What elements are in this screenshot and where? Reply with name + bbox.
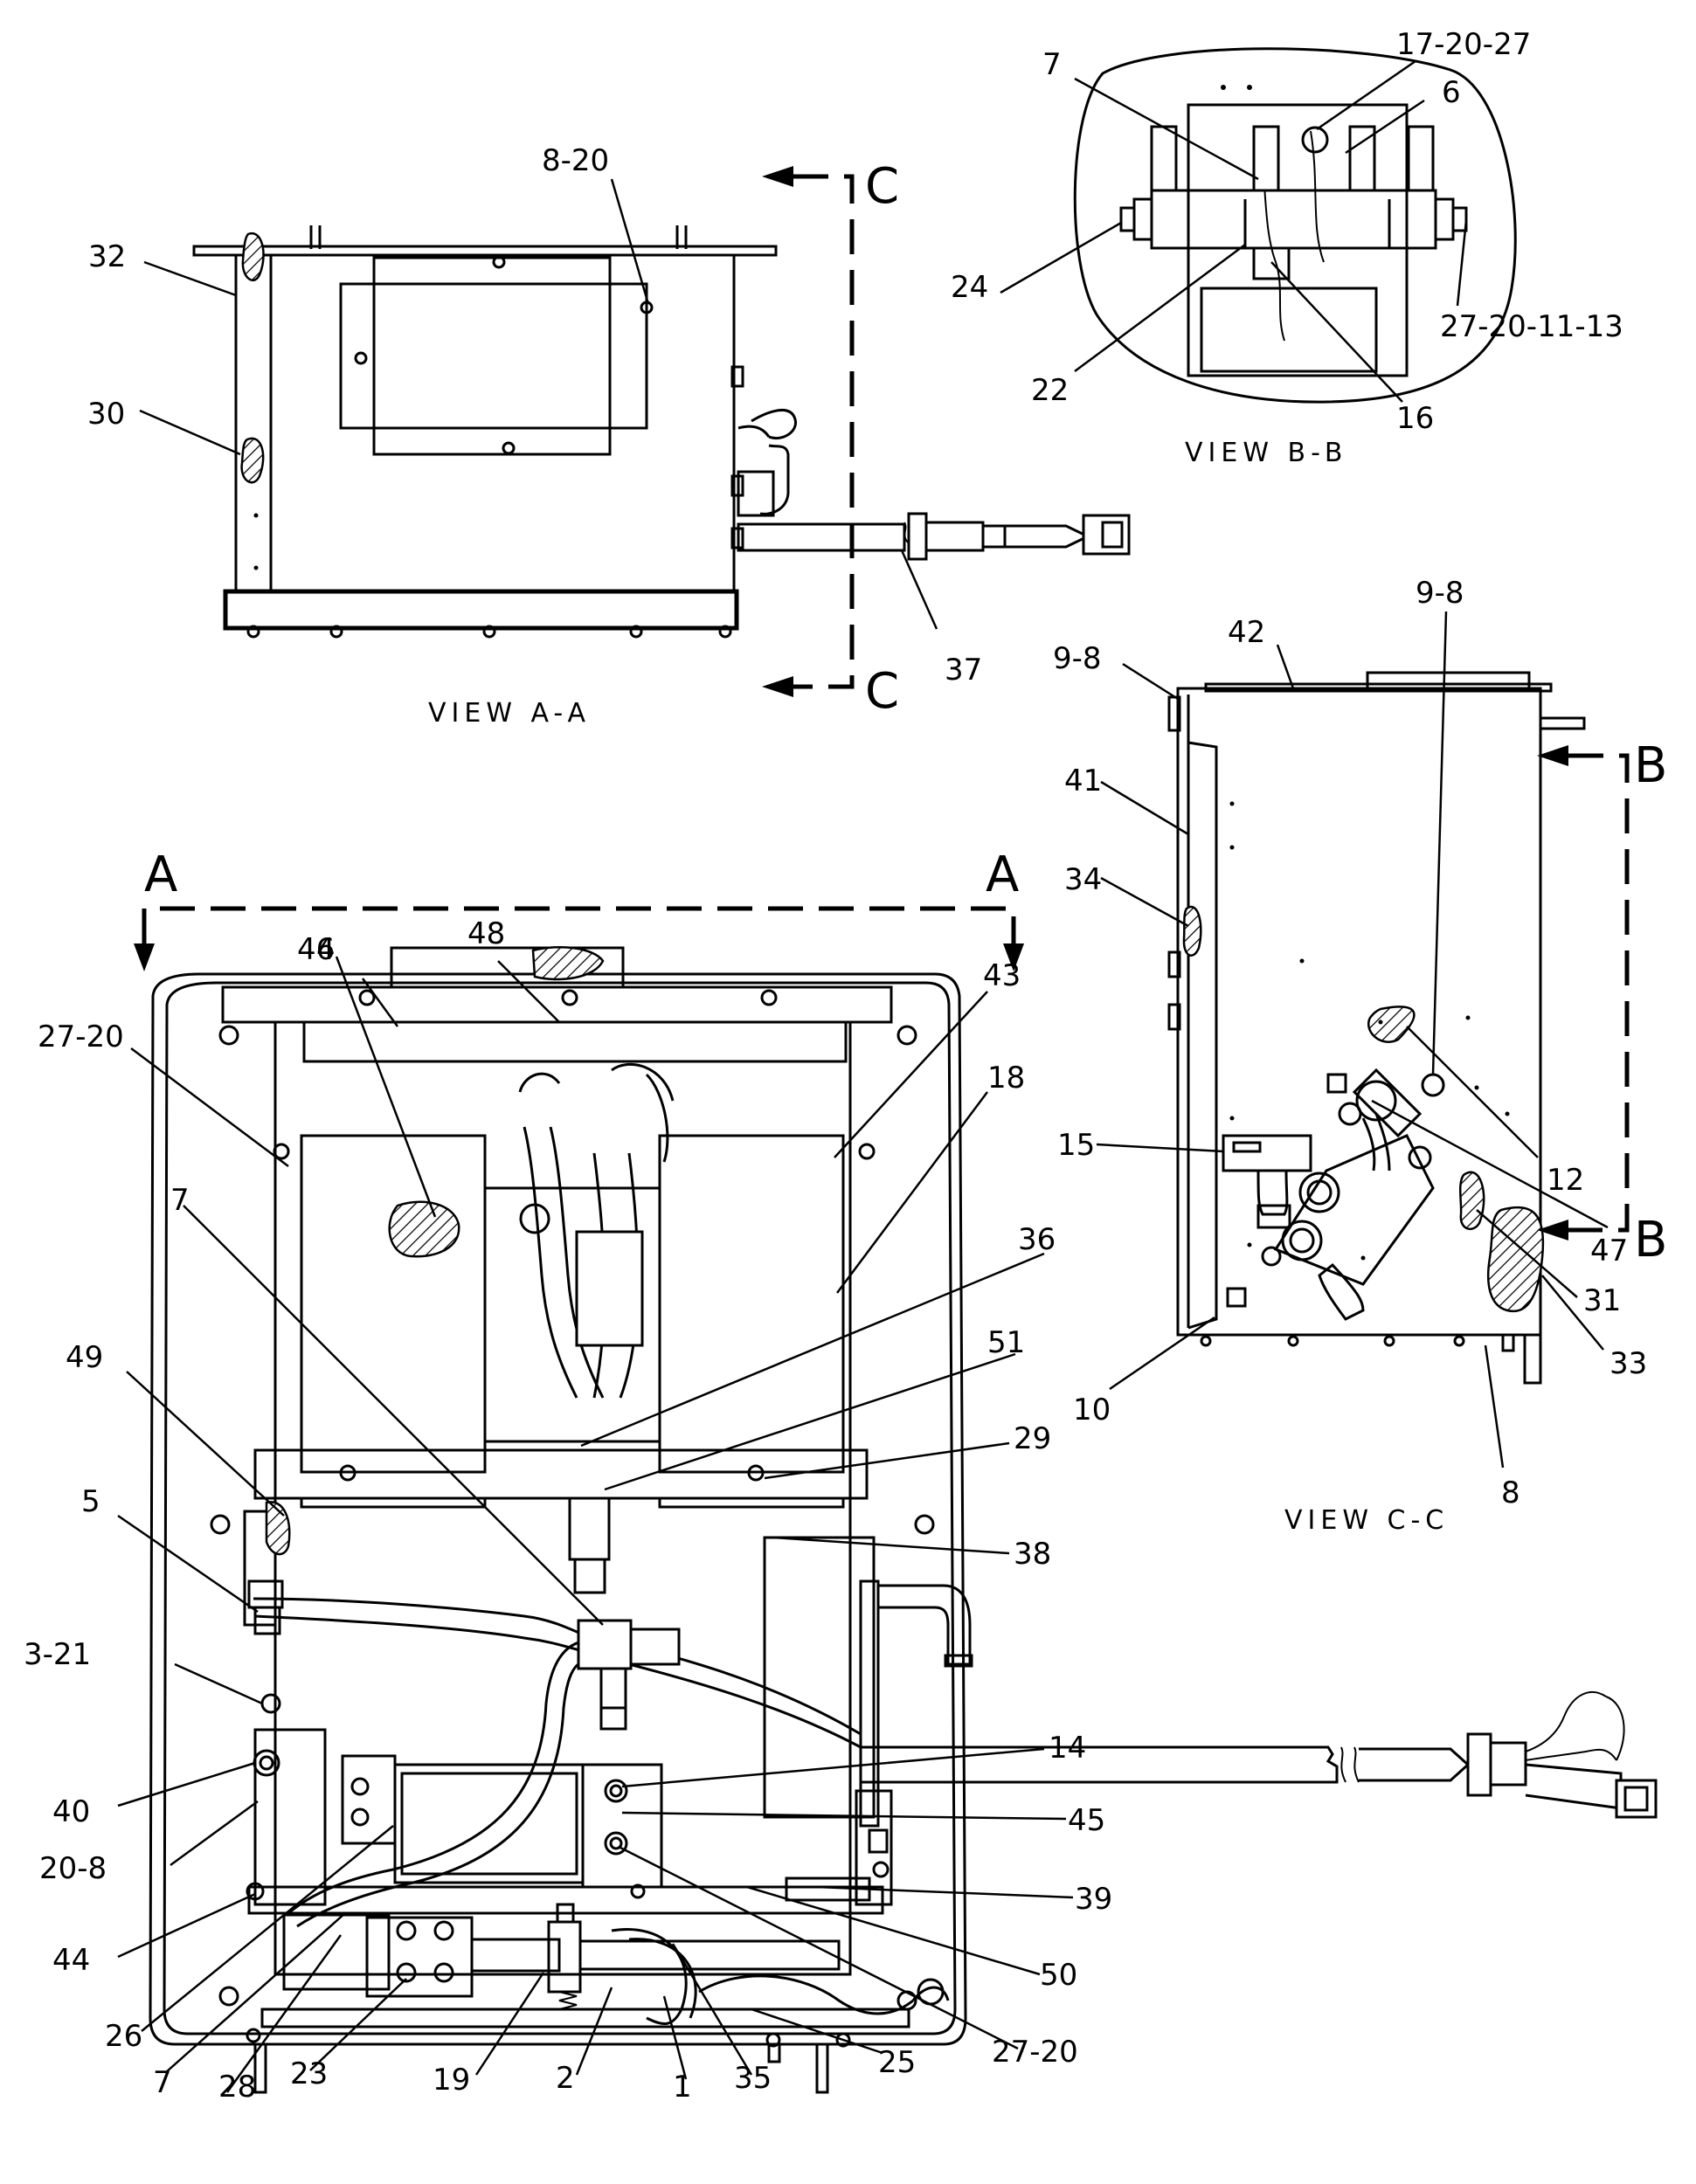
callout-8-20: 8-20 [542, 143, 609, 178]
callout-50: 50 [1040, 1958, 1077, 1993]
view-b-b: 7 17-20-27 6 24 27-20-11-13 22 16 VIEW B… [951, 27, 1623, 468]
section-letter-b-top: B [1634, 737, 1667, 794]
callout-19: 19 [433, 2063, 470, 2098]
main-view: A A [24, 847, 1658, 2105]
callout-47: 47 [1590, 1234, 1628, 1268]
callout-27-20-bottom: 27-20 [992, 2035, 1078, 2070]
callout-7-b: 7 [1042, 47, 1062, 82]
callout-36: 36 [1018, 1222, 1056, 1257]
section-letter-a-right: A [986, 847, 1019, 903]
callout-27-20-top: 27-20 [38, 1019, 124, 1054]
callout-51: 51 [987, 1325, 1025, 1360]
callout-12: 12 [1547, 1163, 1584, 1198]
callout-27-20-11-13: 27-20-11-13 [1440, 309, 1623, 344]
callout-43: 43 [983, 958, 1021, 993]
view-a-a: 32 30 8-20 37 C C VIEW A-A [87, 143, 1131, 729]
callout-29: 29 [1014, 1421, 1051, 1456]
view-c-c: 9-8 42 9-8 41 34 15 12 47 31 33 10 8 B B… [1053, 576, 1667, 1536]
callout-25: 25 [878, 2045, 916, 2080]
callout-33: 33 [1609, 1346, 1647, 1381]
callout-18: 18 [987, 1061, 1025, 1095]
callout-7-bottom: 7 [153, 2065, 172, 2100]
section-letter-c-top: C [865, 158, 899, 215]
callout-30: 30 [87, 397, 125, 432]
main-view-drawing [149, 945, 1658, 2094]
callout-9-8-left: 9-8 [1053, 641, 1102, 676]
callout-28: 28 [218, 2070, 256, 2105]
callout-37: 37 [945, 653, 982, 688]
callout-5: 5 [81, 1484, 100, 1519]
callout-46: 46 [297, 932, 335, 967]
callout-23: 23 [290, 2056, 328, 2091]
callout-26: 26 [105, 2019, 142, 2054]
callout-48: 48 [467, 916, 505, 951]
view-b-b-title: VIEW B-B [1185, 438, 1347, 468]
section-letter-a-left: A [144, 847, 177, 903]
callout-31: 31 [1583, 1283, 1621, 1318]
callout-42: 42 [1228, 615, 1265, 650]
callout-6: 6 [1442, 75, 1461, 110]
callout-20-8: 20-8 [39, 1851, 107, 1886]
callout-1: 1 [673, 2070, 692, 2105]
callout-15: 15 [1057, 1128, 1095, 1163]
callout-17-20-27: 17-20-27 [1396, 27, 1531, 62]
view-a-a-drawing [192, 225, 1131, 639]
callout-44: 44 [52, 1943, 90, 1978]
view-c-c-drawing [1167, 671, 1586, 1385]
view-b-b-drawing [1073, 47, 1517, 404]
section-letter-c-bottom: C [865, 663, 899, 720]
callout-16: 16 [1396, 401, 1434, 436]
callout-10: 10 [1073, 1393, 1111, 1427]
callout-34: 34 [1064, 862, 1102, 897]
callout-22: 22 [1031, 373, 1069, 408]
callout-39: 39 [1075, 1882, 1112, 1917]
callout-40: 40 [52, 1794, 90, 1829]
callout-7-top: 7 [170, 1183, 190, 1218]
callout-45: 45 [1068, 1803, 1105, 1838]
callout-35: 35 [734, 2061, 772, 2096]
callout-4: 4 [316, 932, 336, 967]
callout-41: 41 [1064, 764, 1102, 798]
view-a-a-title: VIEW A-A [428, 698, 591, 729]
callout-3-21: 3-21 [24, 1637, 91, 1672]
section-letter-b-bottom: B [1634, 1212, 1667, 1268]
callout-24: 24 [951, 270, 988, 305]
callout-14: 14 [1049, 1731, 1086, 1766]
callout-49: 49 [66, 1340, 103, 1375]
callout-9-8-right: 9-8 [1416, 576, 1464, 611]
callout-32: 32 [88, 239, 126, 274]
callout-2: 2 [556, 2061, 575, 2096]
view-c-c-title: VIEW C-C [1284, 1505, 1449, 1536]
callout-8: 8 [1501, 1476, 1520, 1510]
callout-38: 38 [1014, 1537, 1051, 1572]
